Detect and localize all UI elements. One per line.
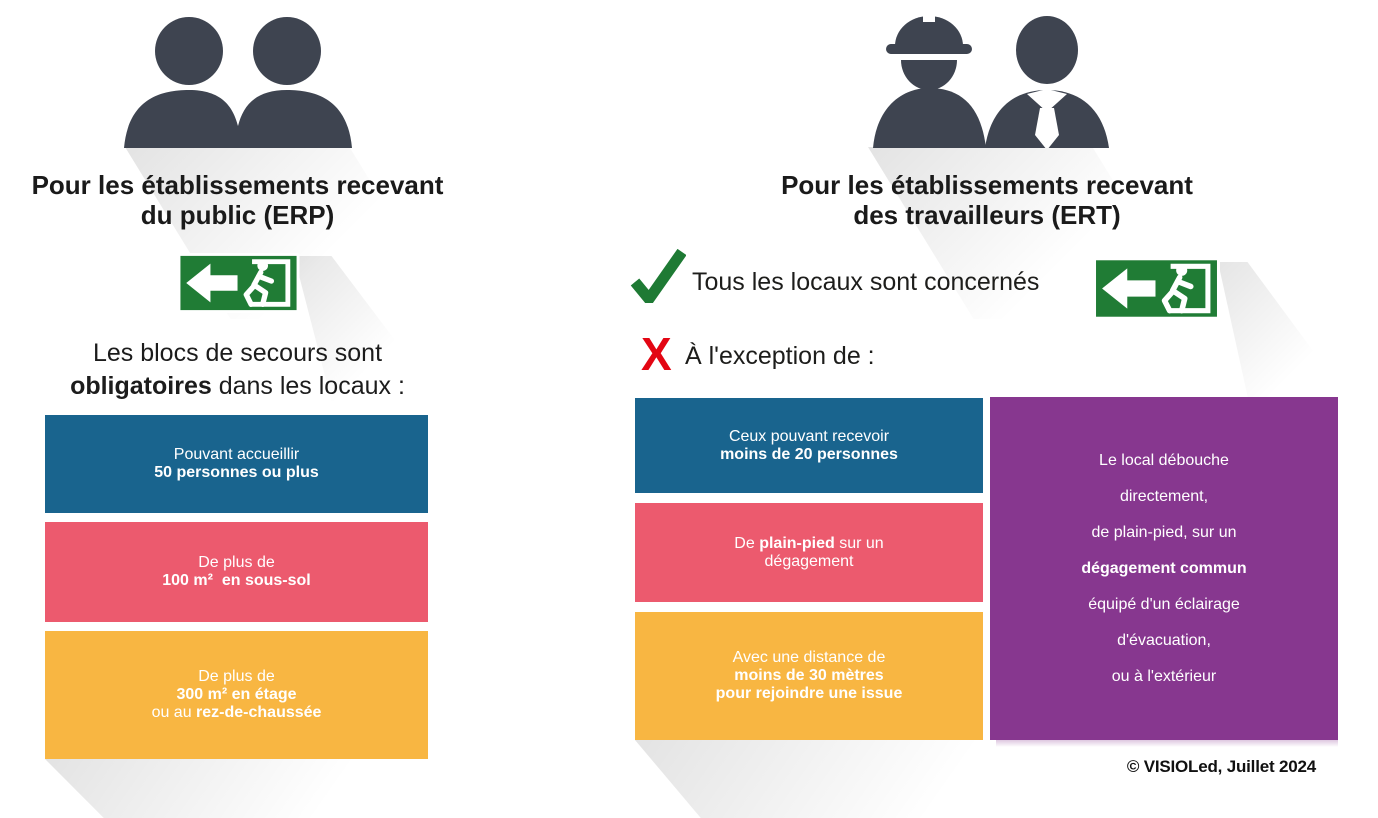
check-mark-icon bbox=[630, 247, 686, 303]
worker-and-employee-icon bbox=[865, 2, 1115, 148]
x-mark: X bbox=[641, 328, 672, 380]
long-shadow bbox=[1218, 262, 1336, 412]
ert-exception-text: À l'exception de : bbox=[685, 342, 875, 370]
emergency-exit-sign bbox=[177, 253, 300, 313]
ert-title-line1: Pour les établissements recevant bbox=[781, 170, 1193, 200]
long-shadow bbox=[45, 759, 437, 818]
erp-title: Pour les établissements recevant du publ… bbox=[0, 170, 475, 230]
two-persons-icon bbox=[118, 6, 358, 148]
erp-title-line1: Pour les établissements recevant bbox=[31, 170, 444, 200]
ert-title: Pour les établissements recevant des tra… bbox=[737, 170, 1237, 230]
emergency-exit-sign bbox=[1093, 255, 1220, 322]
long-shadow bbox=[635, 740, 1105, 818]
ert-check-text: Tous les locaux sont concernés bbox=[692, 268, 1040, 296]
ert-title-line2: des travailleurs (ERT) bbox=[853, 200, 1121, 230]
long-shadow bbox=[996, 740, 1338, 747]
erp-title-line2: du public (ERP) bbox=[140, 200, 335, 230]
copyright-credit: © VISIOLed, Juillet 2024 bbox=[1126, 757, 1316, 776]
